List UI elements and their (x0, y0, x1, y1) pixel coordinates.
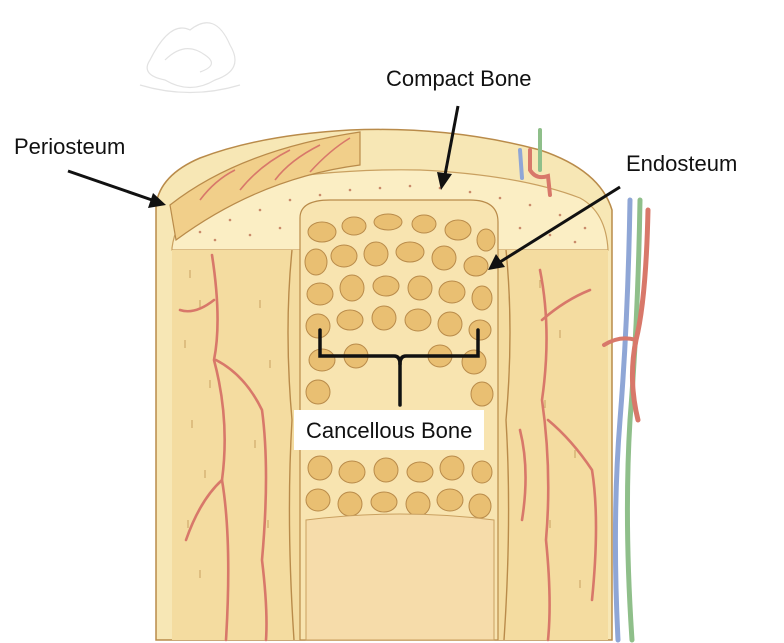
watermark-seal (140, 23, 240, 93)
bone-cross-section (156, 129, 648, 640)
label-compact-bone: Compact Bone (386, 68, 532, 90)
label-cancellous-bone: Cancellous Bone (294, 410, 484, 450)
label-periosteum: Periosteum (14, 136, 125, 158)
label-endosteum: Endosteum (626, 153, 737, 175)
arrow-periosteum (68, 171, 166, 208)
medullary-cavity-fill (306, 514, 494, 640)
compact-bone-shaft-left (172, 250, 300, 640)
compact-bone-shaft-right (498, 250, 608, 640)
